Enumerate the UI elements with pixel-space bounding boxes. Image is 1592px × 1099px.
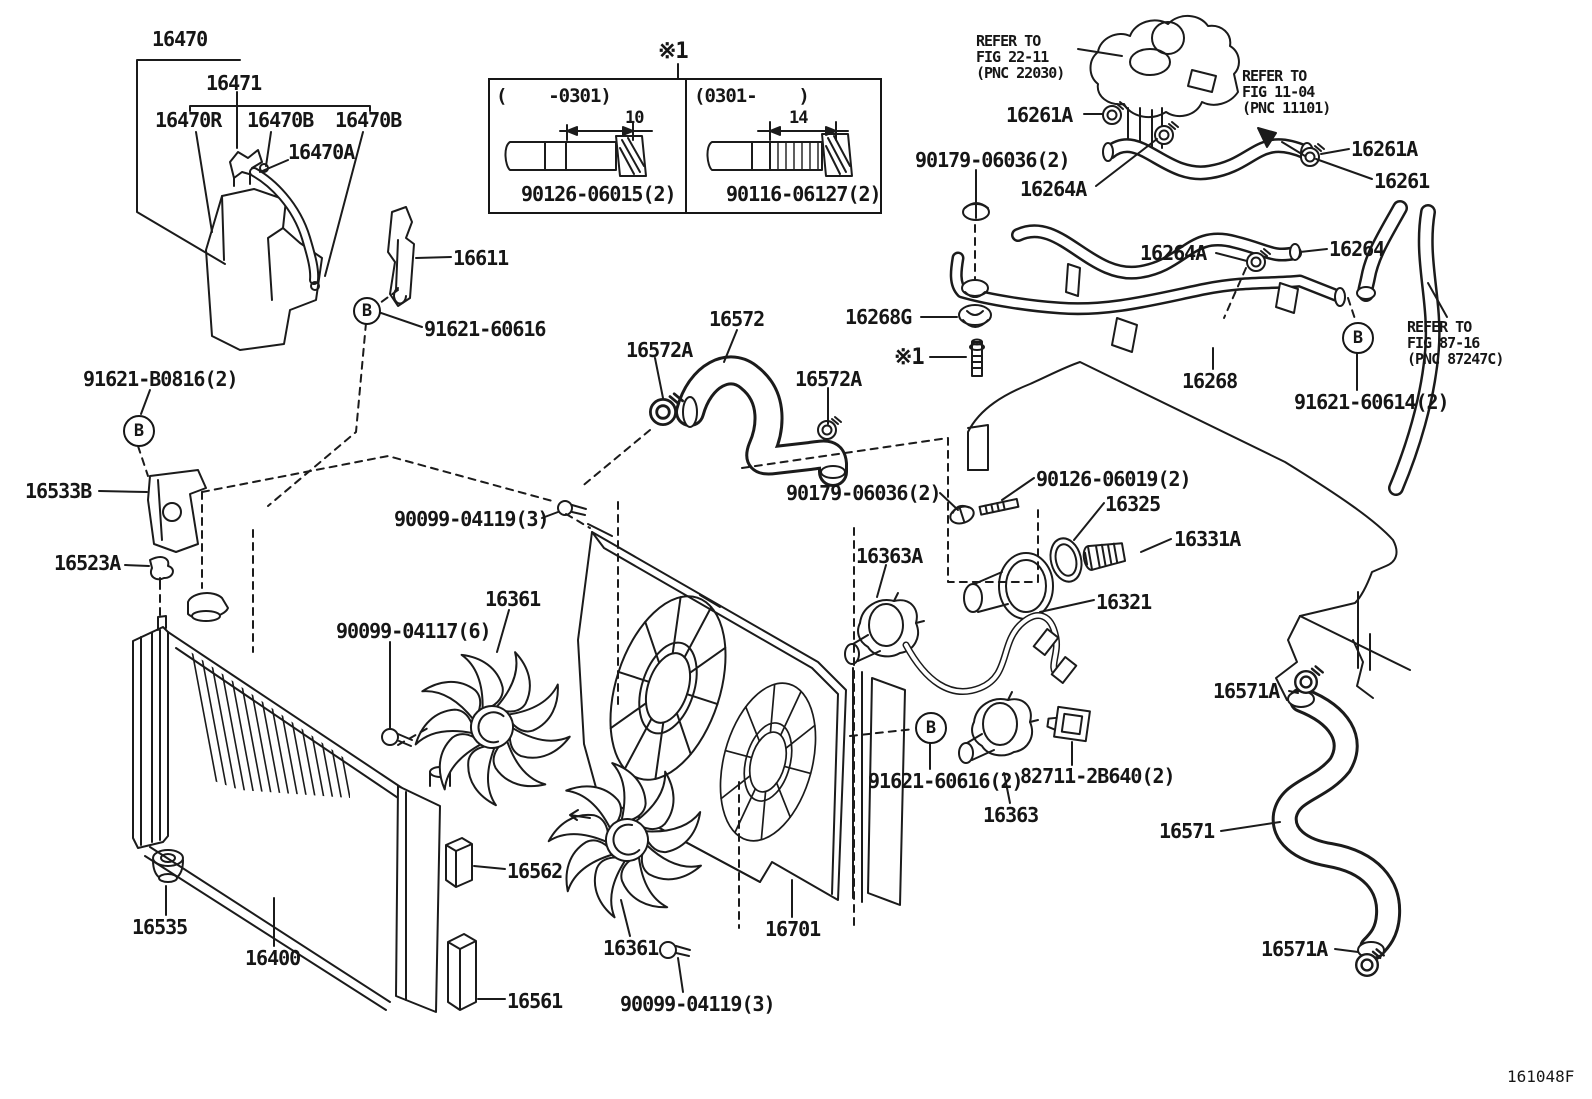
part-label-91621-60614: 91621-60614(2) xyxy=(1294,390,1450,414)
part-label-16470R: 16470R xyxy=(155,108,222,132)
leader-lines xyxy=(98,48,1448,1000)
bypass-hose-16261 xyxy=(1102,101,1325,181)
part-label-82711-2B640: 82711-2B640(2) xyxy=(1020,764,1176,788)
part-label-91621-60616: 91621-60616 xyxy=(424,317,546,341)
stud-note1 xyxy=(969,338,985,377)
part-label-16572: 16572 xyxy=(709,307,765,331)
part-label-91621-B0816: 91621-B0816(2) xyxy=(83,367,239,391)
thermostat-gasket-16325 xyxy=(1049,537,1083,583)
part-label-16562: 16562 xyxy=(507,859,563,883)
part-label-90179-06036-2: 90179-06036(2) xyxy=(786,481,942,505)
part-label-90099-04119-2: 90099-04119(3) xyxy=(620,992,776,1016)
reservoir-cap xyxy=(229,149,263,179)
reservoir-tank xyxy=(205,149,323,351)
part-label-16470B-2: 16470B xyxy=(335,108,402,132)
radiator xyxy=(132,615,451,1013)
motor-harness xyxy=(902,612,1078,695)
dim-14: 14 xyxy=(789,108,809,128)
part-label-16361-1: 16361 xyxy=(485,587,541,611)
shroud-bolts xyxy=(557,500,691,959)
part-label-90126-06019: 90126-06019(2) xyxy=(1036,467,1192,491)
nut-90179-top xyxy=(962,202,990,221)
dashed-guides xyxy=(137,224,1357,929)
part-label-16361-2: 16361 xyxy=(603,936,659,960)
callout-b-2: B xyxy=(123,415,155,447)
part-label-16533B: 16533B xyxy=(25,479,92,503)
part-label-16561: 16561 xyxy=(507,989,563,1013)
part-label-16471: 16471 xyxy=(206,71,262,95)
fan-motor-16363 xyxy=(958,691,1039,764)
callout-b-1: B xyxy=(353,297,381,325)
part-label-16470: 16470 xyxy=(152,27,208,51)
part-label-16261A-2: 16261A xyxy=(1351,137,1418,161)
radiator-support-parts xyxy=(147,469,229,883)
shroud-bolt xyxy=(381,728,399,746)
part-label-16321: 16321 xyxy=(1096,590,1152,614)
part-label-16571A-1: 16571A xyxy=(1213,679,1280,703)
note-refer-fig-87-16: REFER TO FIG 87-16 (PNC 87247C) xyxy=(1407,318,1504,368)
callout-b-4: B xyxy=(915,712,947,744)
part-label-16400: 16400 xyxy=(245,946,301,970)
part-label-16268G: 16268G xyxy=(845,305,912,329)
upper-radiator-hose xyxy=(649,355,848,487)
dim-10: 10 xyxy=(625,108,645,128)
part-label-16325: 16325 xyxy=(1105,492,1161,516)
engine-outline xyxy=(967,361,1411,701)
connector-82711 xyxy=(1046,705,1091,743)
inset-bolts xyxy=(504,121,853,177)
part-label-90099-04119-1: 90099-04119(3) xyxy=(394,507,550,531)
nut-90179-mid xyxy=(949,504,975,525)
bypass-hose-16264 xyxy=(1011,121,1302,280)
note-1-marker: ※1 xyxy=(658,39,689,64)
part-label-90179-06036-1: 90179-06036(2) xyxy=(915,148,1071,172)
part-label-90126-06015: 90126-06015(2) xyxy=(521,182,677,206)
part-label-16523A: 16523A xyxy=(54,551,121,575)
range-after-0301: (0301- ) xyxy=(694,85,810,107)
part-label-16470B-1: 16470B xyxy=(247,108,314,132)
heater-hose-87-16 xyxy=(1356,200,1441,496)
part-label-16264A-2: 16264A xyxy=(1140,241,1207,265)
part-label-16572A-2: 16572A xyxy=(795,367,862,391)
part-label-16363A: 16363A xyxy=(856,544,923,568)
part-label-16535: 16535 xyxy=(132,915,188,939)
part-label-16572A-1: 16572A xyxy=(626,338,693,362)
part-label-16571: 16571 xyxy=(1159,819,1215,843)
part-label-16363: 16363 xyxy=(983,803,1039,827)
lower-radiator-hose xyxy=(1271,665,1402,977)
part-label-90099-04117: 90099-04117(6) xyxy=(336,619,492,643)
radiator-core-fins xyxy=(189,646,350,798)
note-refer-fig-11-04: REFER TO FIG 11-04 (PNC 11101) xyxy=(1242,67,1331,117)
figure-code: 161048F xyxy=(1507,1067,1575,1086)
part-label-16261A-1: 16261A xyxy=(1006,103,1073,127)
part-label-16331A: 16331A xyxy=(1174,527,1241,551)
part-label-16264: 16264 xyxy=(1329,237,1385,261)
part-label-16264A-1: 16264A xyxy=(1020,177,1087,201)
callout-b-3: B xyxy=(1342,322,1374,354)
note-refer-fig-22-11: REFER TO FIG 22-11 (PNC 22030) xyxy=(976,32,1065,82)
part-label-16571A-2: 16571A xyxy=(1261,937,1328,961)
reservoir-bracket xyxy=(387,206,415,307)
part-label-16701: 16701 xyxy=(765,917,821,941)
range-before-0301: ( -0301) xyxy=(496,85,612,107)
rotation-arrow xyxy=(569,809,591,821)
note-1-marker-2: ※1 xyxy=(894,345,925,370)
thermo-sensor-16331A xyxy=(1082,542,1127,571)
grommet-16268G xyxy=(958,304,992,328)
part-label-16611: 16611 xyxy=(453,246,509,270)
stud-90126-06019 xyxy=(978,497,1020,516)
part-label-90116-06127: 90116-06127(2) xyxy=(726,182,882,206)
part-label-16470A: 16470A xyxy=(288,140,355,164)
fan-wheel-upper xyxy=(394,633,588,825)
rubber-pads xyxy=(445,837,477,1011)
part-label-16261: 16261 xyxy=(1374,169,1430,193)
part-label-16268: 16268 xyxy=(1182,369,1238,393)
bolt-comparison-box xyxy=(488,78,882,214)
box-divider xyxy=(685,80,687,212)
water-bypass-pipe-16268 xyxy=(949,251,1346,353)
part-label-91621-60616-2: 91621-60616(2) xyxy=(868,769,1024,793)
throttle-body xyxy=(1089,15,1240,153)
water-inlet-16321 xyxy=(963,552,1054,620)
